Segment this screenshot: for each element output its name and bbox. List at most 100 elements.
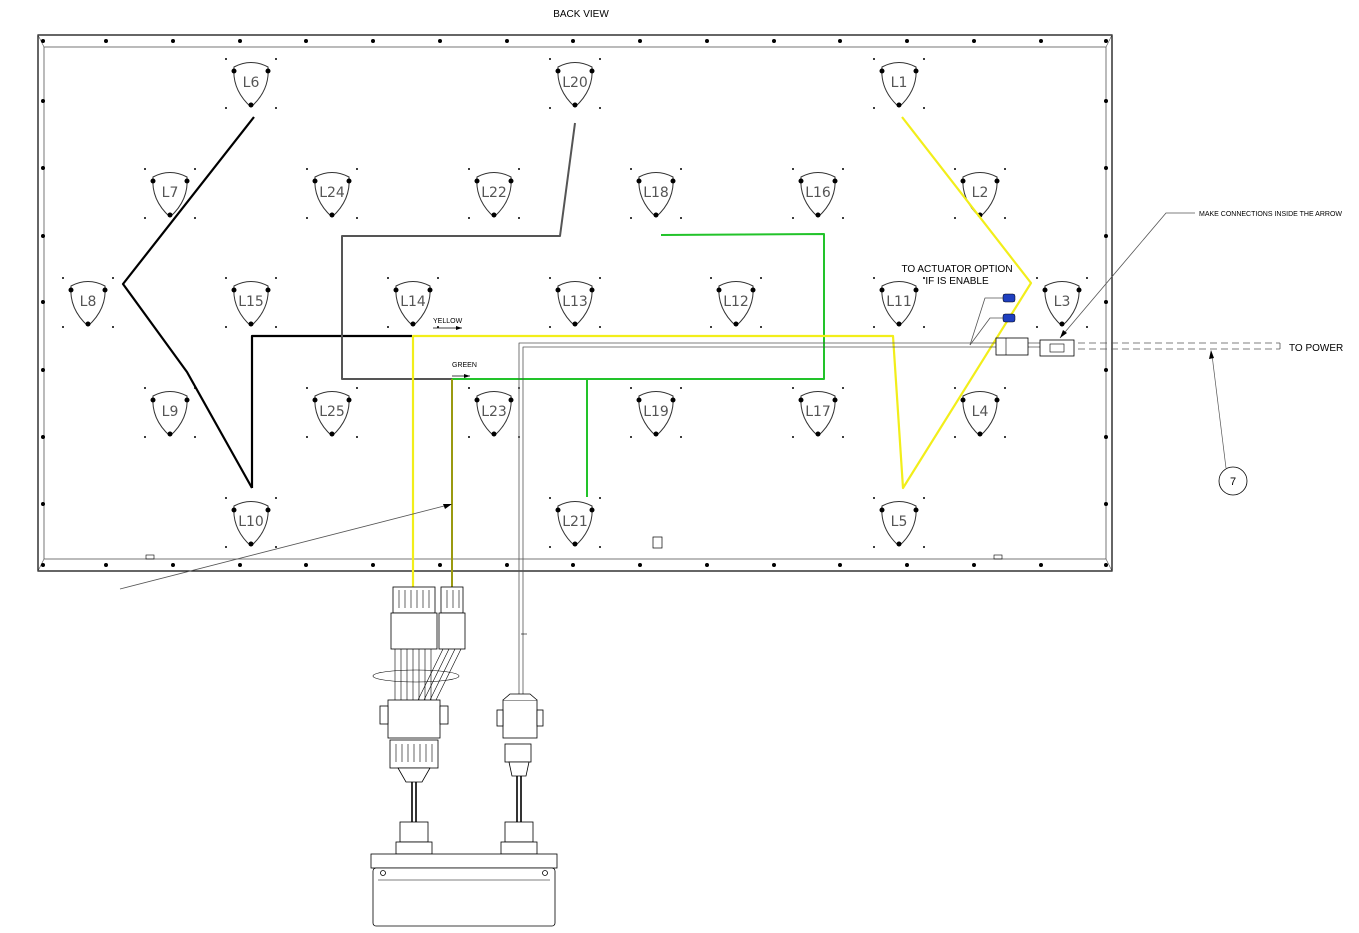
- harness-assembly: [370, 586, 558, 927]
- led-l20: L20: [549, 58, 601, 109]
- led-l9: L9: [144, 387, 196, 438]
- mounting-hole: [972, 39, 976, 43]
- mounting-hole: [1104, 39, 1108, 43]
- led-label: L15: [238, 294, 264, 310]
- mounting-hole: [104, 39, 108, 43]
- mounting-hole: [171, 39, 175, 43]
- led-label: L18: [643, 185, 669, 201]
- mounting-hole: [705, 563, 709, 567]
- led-label: L13: [562, 294, 588, 310]
- led-l5: L5: [873, 497, 925, 548]
- actuator-connectors: [995, 293, 1075, 357]
- mounting-hole: [1104, 234, 1108, 238]
- actuator-label-line2: IF IS ENABLE: [925, 276, 989, 287]
- led-l25: L25: [306, 387, 358, 438]
- mounting-hole: [505, 39, 509, 43]
- led-label: L10: [238, 514, 264, 530]
- mounting-hole: [1104, 563, 1108, 567]
- mounting-hole: [1104, 166, 1108, 170]
- gray-wire: [341, 122, 576, 380]
- mounting-hole: [371, 563, 375, 567]
- mounting-hole: [705, 39, 709, 43]
- mounting-hole: [772, 39, 776, 43]
- led-label: L11: [886, 294, 912, 310]
- led-label: L2: [972, 185, 989, 201]
- led-label: L9: [162, 404, 179, 420]
- led-l7: L7: [144, 168, 196, 219]
- to-power-label: TO POWER: [1289, 343, 1343, 354]
- mounting-hole: [238, 563, 242, 567]
- led-l18: L18: [630, 168, 682, 219]
- led-l19: L19: [630, 387, 682, 438]
- mounting-hole: [41, 166, 45, 170]
- sign-panel: [37, 34, 1113, 572]
- mounting-hole: [41, 39, 45, 43]
- led-label: L7: [162, 185, 179, 201]
- led-l16: L16: [792, 168, 844, 219]
- black-wire: [121, 116, 255, 489]
- led-label: L4: [972, 404, 989, 420]
- mounting-hole: [41, 435, 45, 439]
- led-label: L22: [481, 185, 507, 201]
- led-l21: L21: [549, 497, 601, 548]
- led-l8: L8: [62, 277, 114, 328]
- connections-note: MAKE CONNECTIONS INSIDE THE ARROW: [1199, 211, 1342, 218]
- led-label: L6: [243, 75, 260, 91]
- mounting-hole: [1039, 39, 1043, 43]
- mounting-hole: [972, 563, 976, 567]
- mounting-hole: [41, 368, 45, 372]
- mounting-hole: [838, 563, 842, 567]
- led-l2: L2: [954, 168, 1006, 219]
- led-label: L25: [319, 404, 345, 420]
- mounting-hole: [1104, 99, 1108, 103]
- led-label: L23: [481, 404, 507, 420]
- led-label: L1: [891, 75, 908, 91]
- mounting-hole: [171, 563, 175, 567]
- wire-labels: YELLOW GREEN: [433, 318, 477, 378]
- led-l13: L13: [549, 277, 601, 328]
- led-l23: L23: [468, 387, 520, 438]
- led-l6: L6: [225, 58, 277, 109]
- mounting-hole: [41, 300, 45, 304]
- led-label: L5: [891, 514, 908, 530]
- led-label: L3: [1054, 294, 1071, 310]
- mounting-hole: [304, 563, 308, 567]
- mounting-hole: [438, 563, 442, 567]
- led-label: L8: [80, 294, 97, 310]
- mounting-hole: [638, 563, 642, 567]
- led-l10: L10: [225, 497, 277, 548]
- green-label: GREEN: [452, 362, 477, 369]
- yellow-label: YELLOW: [433, 318, 463, 325]
- mounting-hole: [41, 234, 45, 238]
- mounting-hole: [41, 99, 45, 103]
- led-label: L17: [805, 404, 831, 420]
- mounting-hole: [238, 39, 242, 43]
- led-label: L14: [400, 294, 426, 310]
- led-l14: L14: [387, 277, 439, 328]
- led-l24: L24: [306, 168, 358, 219]
- led-l17: L17: [792, 387, 844, 438]
- wires: [121, 116, 1281, 697]
- annotations: TO ACTUATOR OPTION IF IS ENABLE MAKE CON…: [119, 211, 1343, 590]
- led-layer: L1L2L3L4L5L6L7L8L9L10L11L12L13L14L15L16L…: [62, 58, 1088, 548]
- mounting-hole: [638, 39, 642, 43]
- led-label: L19: [643, 404, 669, 420]
- led-l15: L15: [225, 277, 277, 328]
- mounting-hole: [1104, 502, 1108, 506]
- mounting-hole: [772, 563, 776, 567]
- mounting-hole: [1104, 435, 1108, 439]
- led-label: L24: [319, 185, 345, 201]
- mounting-hole: [1104, 300, 1108, 304]
- actuator-label-line1: TO ACTUATOR OPTION: [901, 264, 1012, 275]
- mounting-hole: [304, 39, 308, 43]
- mounting-holes: [41, 39, 1108, 567]
- mounting-hole: [1039, 563, 1043, 567]
- mounting-hole: [838, 39, 842, 43]
- led-label: L20: [562, 75, 588, 91]
- led-label: L12: [723, 294, 749, 310]
- led-l1: L1: [873, 58, 925, 109]
- led-l11: L11: [873, 277, 925, 328]
- mounting-hole: [41, 563, 45, 567]
- led-label: L21: [562, 514, 588, 530]
